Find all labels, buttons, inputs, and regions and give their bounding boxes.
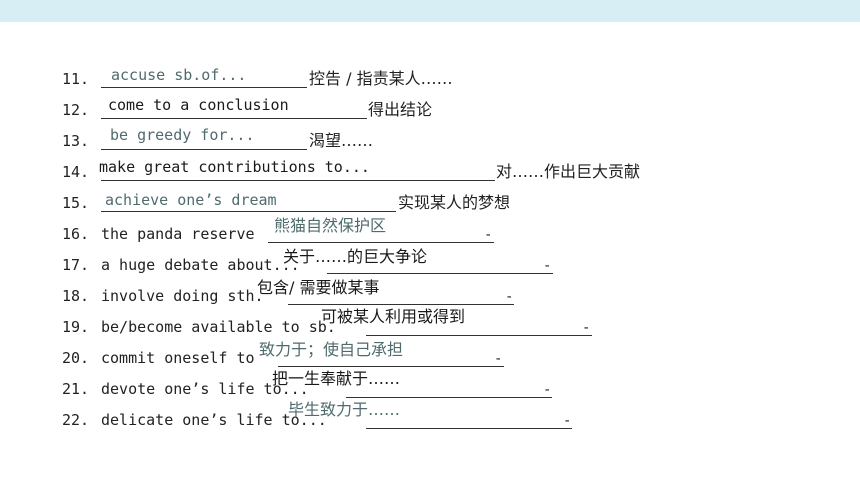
item-number: 16. [62,225,90,243]
answer-blank [101,211,396,212]
vocab-item-22: 22. delicate one’s life to... 毕生致力于…… - [0,400,860,433]
meaning-text: 控告 / 指责某人…… [309,69,453,88]
item-number: 19. [62,318,90,336]
vocab-item-13: 13. be greedy for... 渴望…… [0,124,860,154]
answer-blank [101,149,307,150]
top-header-band [0,0,860,22]
vocab-item-20: 20. commit oneself to 致力于；使自己承担 - [0,341,860,371]
item-number: 12. [62,101,90,119]
phrase-text: be/become available to sb. [101,318,336,336]
answer-text: achieve one’s dream [105,191,277,209]
answer-text: 关于……的巨大争论 [283,247,428,266]
answer-blank [101,87,307,88]
item-number: 20. [62,349,90,367]
blank-end-mark: - [494,351,503,367]
answer-blank [288,304,514,305]
phrase-text: devote one’s life to... [101,380,309,398]
meaning-text: 渴望…… [309,131,374,150]
vocab-item-19: 19. be/become available to sb. 可被某人利用或得到… [0,307,860,340]
answer-text: 可被某人利用或得到 [321,307,466,326]
item-number: 21. [62,380,90,398]
answer-blank [366,335,592,336]
answer-blank [366,428,572,429]
vocab-item-16: 16. the panda reserve 熊猫自然保护区 - [0,217,860,247]
answer-blank [346,397,552,398]
item-number: 15. [62,194,90,212]
answer-blank [268,242,494,243]
answer-text: 毕生致力于…… [288,400,401,419]
answer-text: make great contributions to... [99,158,370,176]
answer-text: be greedy for... [110,126,255,144]
item-number: 22. [62,411,90,429]
phrase-text: delicate one’s life to... [101,411,327,429]
answer-blank [101,180,495,181]
item-number: 17. [62,256,90,274]
meaning-text: 对……作出巨大贡献 [496,162,641,181]
answer-text: accuse sb.of... [111,66,247,84]
item-number: 14. [62,163,90,181]
phrase-text: involve doing sth. [101,287,264,305]
answer-text: 致力于；使自己承担 [259,340,404,359]
blank-end-mark: - [484,227,493,243]
vocab-item-11: 11. accuse sb.of... 控告 / 指责某人…… [0,62,860,92]
item-number: 11. [62,70,90,88]
phrase-text: a huge debate about... [101,256,300,274]
vocab-item-18: 18. involve doing sth. 包含/ 需要做某事 - [0,279,860,309]
vocab-item-15: 15. achieve one’s dream 实现某人的梦想 [0,186,860,216]
vocab-item-21: 21. devote one’s life to... 把一生奉献于…… - [0,369,860,402]
blank-end-mark: - [543,382,552,398]
blank-end-mark: - [582,320,591,336]
answer-blank [278,366,504,367]
answer-text: 把一生奉献于…… [272,369,401,388]
answer-blank [327,273,553,274]
phrase-text: commit oneself to [101,349,255,367]
blank-end-mark: - [543,258,552,274]
vocab-item-12: 12. come to a conclusion 得出结论 [0,93,860,123]
meaning-text: 实现某人的梦想 [398,193,511,212]
answer-text: 熊猫自然保护区 [274,216,387,235]
meaning-text: 得出结论 [368,100,433,119]
answer-blank [101,118,367,119]
answer-text: 包含/ 需要做某事 [257,278,380,297]
blank-end-mark: - [505,289,514,305]
answer-text: come to a conclusion [108,96,289,114]
phrase-text: the panda reserve [101,225,255,243]
vocab-item-14: 14. make great contributions to... 对……作出… [0,155,860,185]
item-number: 13. [62,132,90,150]
vocab-item-17: 17. a huge debate about... 关于……的巨大争论 - [0,248,860,278]
item-number: 18. [62,287,90,305]
blank-end-mark: - [563,413,572,429]
